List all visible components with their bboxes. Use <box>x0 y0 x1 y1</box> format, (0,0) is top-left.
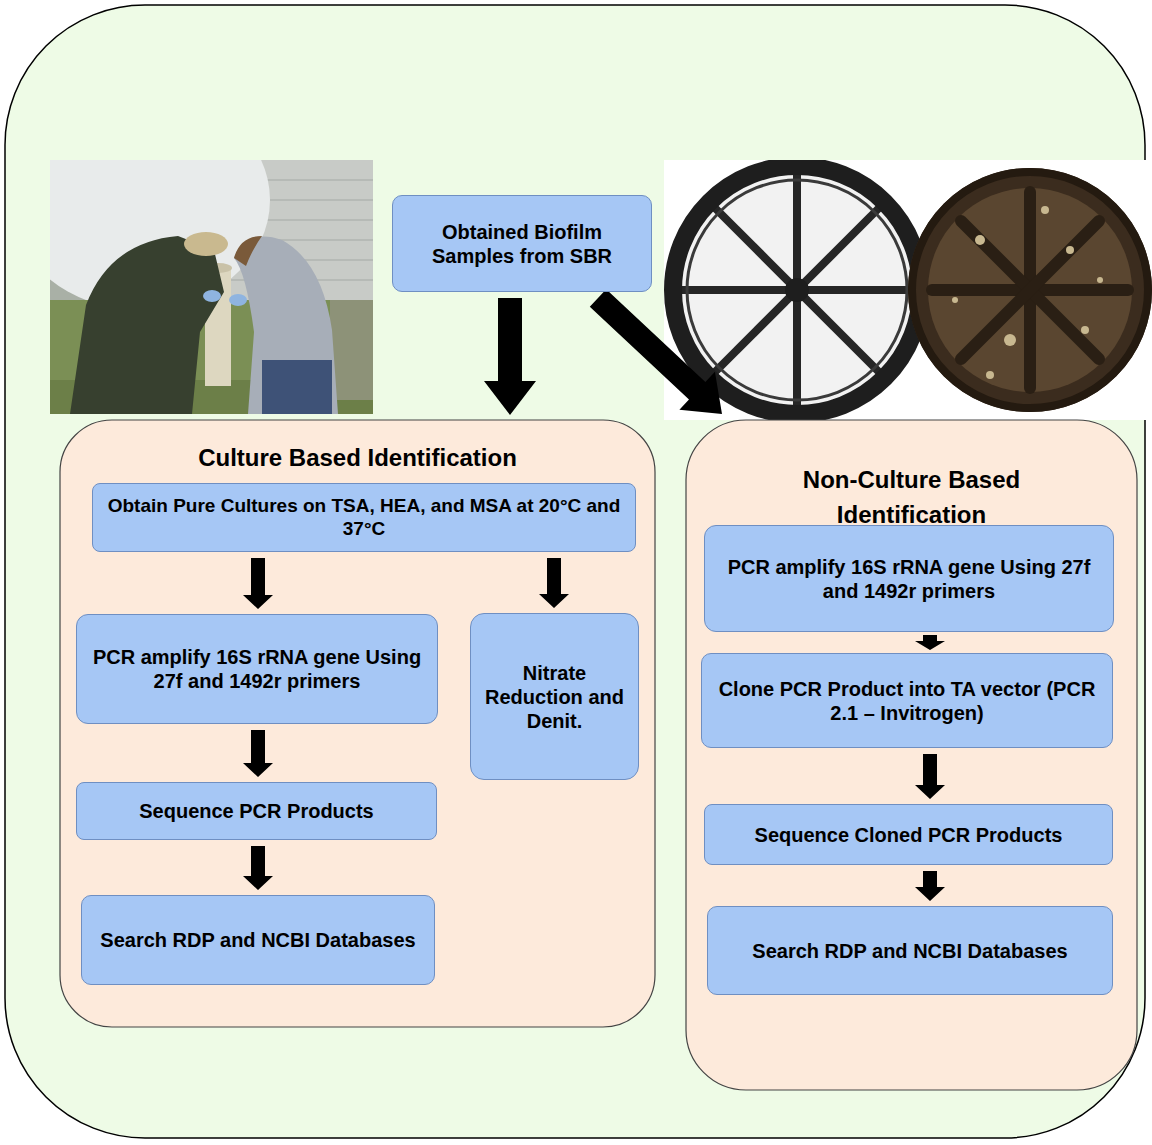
sampling-photo <box>50 160 373 414</box>
section-panel: Non-Culture Based IdentificationPCR ampl… <box>686 420 1137 1090</box>
panel-heading: Non-Culture Based Identification <box>726 462 1097 532</box>
box-label: Sequence Cloned PCR Products <box>717 823 1100 847</box>
box-label: Nitrate Reduction and Denit. <box>483 661 626 733</box>
process-box: Obtained Biofilm Samples from SBR <box>392 195 652 292</box>
process-box: Obtain Pure Cultures on TSA, HEA, and MS… <box>92 483 636 552</box>
flow-arrow <box>915 635 945 650</box>
box-label: Sequence PCR Products <box>89 799 424 823</box>
flow-arrow <box>590 289 722 414</box>
biofilm-carrier-photo <box>664 160 1152 420</box>
flow-arrow <box>484 298 536 415</box>
panel-outline <box>60 420 655 1027</box>
process-box: Sequence Cloned PCR Products <box>704 804 1113 865</box>
process-box: Sequence PCR Products <box>76 782 437 840</box>
process-box: Nitrate Reduction and Denit. <box>470 613 639 780</box>
box-label: PCR amplify 16S rRNA gene Using 27f and … <box>89 645 425 693</box>
box-label: Obtain Pure Cultures on TSA, HEA, and MS… <box>105 495 623 541</box>
box-label: PCR amplify 16S rRNA gene Using 27f and … <box>717 555 1101 603</box>
flow-arrow <box>915 754 945 799</box>
flow-arrow <box>243 846 273 890</box>
flow-arrow <box>243 558 273 609</box>
section-panel: Culture Based IdentificationObtain Pure … <box>60 420 655 1027</box>
flow-arrow <box>539 558 569 608</box>
flow-arrow <box>915 871 945 901</box>
flow-arrow <box>243 730 273 777</box>
process-box: PCR amplify 16S rRNA gene Using 27f and … <box>76 614 438 724</box>
process-box: Clone PCR Product into TA vector (PCR 2.… <box>701 653 1113 748</box>
process-box: PCR amplify 16S rRNA gene Using 27f and … <box>704 525 1114 632</box>
process-box: Search RDP and NCBI Databases <box>707 906 1113 995</box>
box-label: Clone PCR Product into TA vector (PCR 2.… <box>714 677 1100 725</box>
process-box: Search RDP and NCBI Databases <box>81 895 435 985</box>
box-label: Search RDP and NCBI Databases <box>720 939 1100 963</box>
box-label: Obtained Biofilm Samples from SBR <box>405 220 639 268</box>
panel-heading: Culture Based Identification <box>80 444 635 473</box>
box-label: Search RDP and NCBI Databases <box>94 928 422 952</box>
panel-outline <box>686 420 1137 1090</box>
